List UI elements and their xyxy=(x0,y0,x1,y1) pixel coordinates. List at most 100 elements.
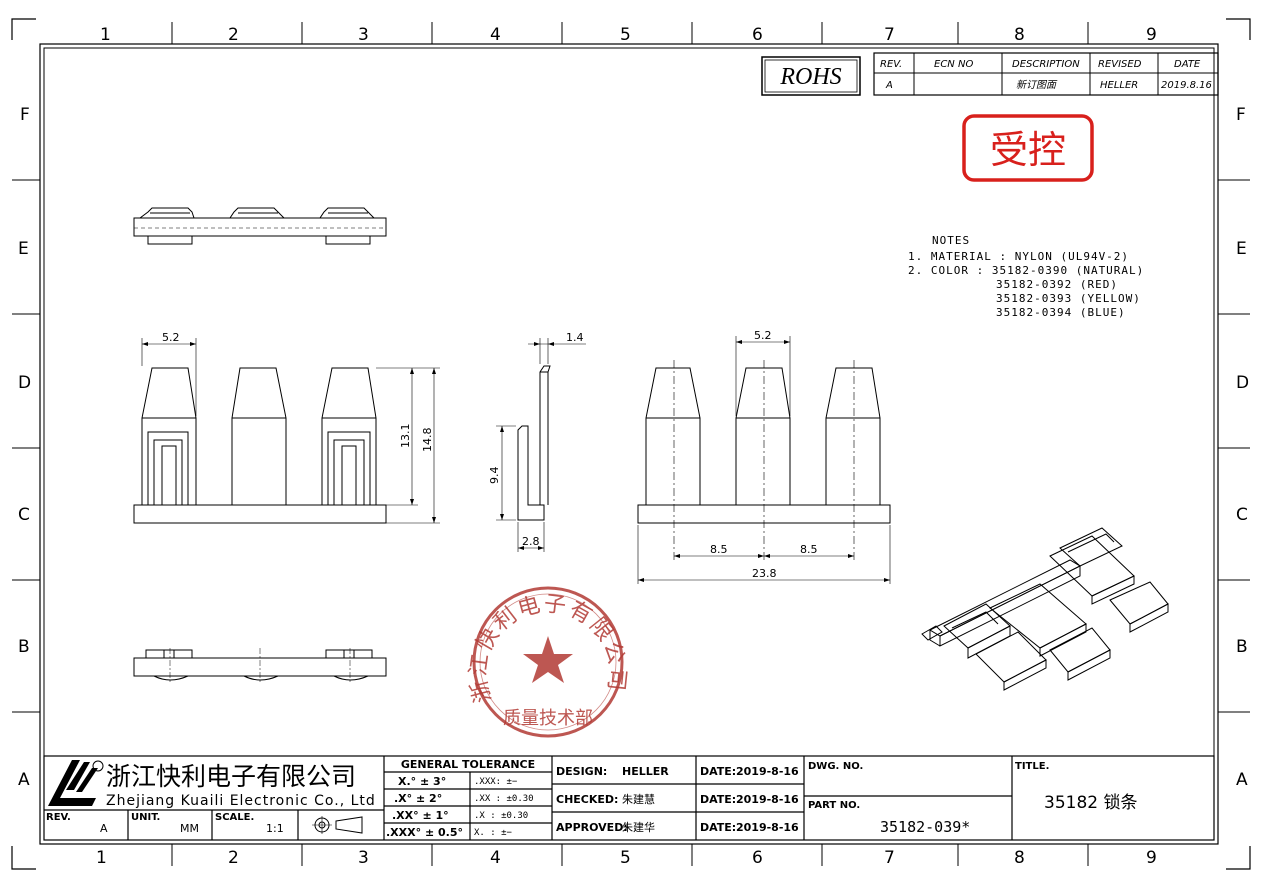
zone-col-1-bottom: 1 xyxy=(96,848,107,868)
zone-col-8-bottom: 8 xyxy=(1014,848,1025,868)
tolerance-linear-1: .XXX: ±− xyxy=(474,777,518,787)
note-line-5: 35182-0394 (BLUE) xyxy=(996,306,1126,319)
title-block xyxy=(43,755,1215,841)
ecn-header: ECN NO xyxy=(934,59,973,70)
title-label: TITLE. xyxy=(1015,761,1049,772)
back-pitch-1-dim: 8.5 xyxy=(710,543,728,556)
note-line-1: 1. MATERIAL : NYLON (UL94V-2) xyxy=(908,250,1129,263)
part-no-value: 35182-039* xyxy=(880,818,970,836)
zone-row-c-left: C xyxy=(18,505,30,525)
side-height-dim: 9.4 xyxy=(488,467,501,485)
unit-label: UNIT. xyxy=(131,812,160,823)
description-header: DESCRIPTION xyxy=(1012,59,1080,70)
zone-col-8-top: 8 xyxy=(1014,25,1025,45)
front-pitch-dim: 5.2 xyxy=(162,331,180,344)
title-value: 35182 锁条 xyxy=(1044,793,1137,813)
approved-date: 2019-8-16 xyxy=(736,821,799,834)
zone-col-4-top: 4 xyxy=(490,25,501,45)
rohs-label: ROHS xyxy=(779,64,841,90)
notes-heading: NOTES xyxy=(932,234,970,247)
front-view: 5.2 13.1 14.8 xyxy=(133,331,440,524)
note-line-4: 35182-0393 (YELLOW) xyxy=(996,292,1141,305)
date-value: 2019.8.16 xyxy=(1161,80,1212,91)
side-view: 1.4 9.4 2.8 xyxy=(488,331,586,552)
zone-col-6-bottom: 6 xyxy=(752,848,763,868)
controlled-stamp: 受控 xyxy=(962,114,1094,182)
zone-col-1-top: 1 xyxy=(100,25,111,45)
dwg-no-label: DWG. NO. xyxy=(808,761,863,772)
checked-date: 2019-8-16 xyxy=(736,793,799,806)
controlled-stamp-text: 受控 xyxy=(990,128,1066,172)
checked-value: 朱建慧 xyxy=(622,792,655,806)
revised-value: HELLER xyxy=(1100,80,1138,91)
tolerance-angle-3: .XX° ± 1° xyxy=(392,809,449,822)
side-thickness-dim: 1.4 xyxy=(566,331,584,344)
back-view: 5.2 8.5 8.5 23.8 xyxy=(637,329,891,584)
design-date: 2019-8-16 xyxy=(736,765,799,778)
approved-label: APPROVED: xyxy=(556,821,628,834)
isometric-view xyxy=(921,527,1169,691)
zone-row-b-left: B xyxy=(18,637,30,657)
tolerance-linear-2: .XX : ±0.30 xyxy=(474,794,534,804)
approved-date-label: DATE: xyxy=(700,821,736,834)
rev-value: A xyxy=(885,80,893,91)
scale-label: SCALE. xyxy=(215,812,254,823)
tolerance-linear-4: X. : ±− xyxy=(474,828,513,838)
zone-col-7-bottom: 7 xyxy=(884,848,895,868)
zone-row-d-left: D xyxy=(18,373,31,393)
back-pitch-dim: 5.2 xyxy=(754,329,772,342)
checked-label: CHECKED: xyxy=(556,793,618,806)
design-value: HELLER xyxy=(622,765,669,778)
part-no-label: PART NO. xyxy=(808,800,860,811)
zone-col-9-top: 9 xyxy=(1146,25,1157,45)
revised-header: REVISED xyxy=(1098,59,1142,70)
rohs-mark: ROHS xyxy=(761,56,861,96)
zone-col-5-bottom: 5 xyxy=(620,848,631,868)
unit-value: MM xyxy=(180,822,199,835)
zone-row-e-left: E xyxy=(18,239,29,259)
zone-col-7-top: 7 xyxy=(884,25,895,45)
zone-col-4-bottom: 4 xyxy=(490,848,501,868)
zone-col-2-top: 2 xyxy=(228,25,239,45)
zone-row-f-left: F xyxy=(20,105,30,125)
description-value: 新订图面 xyxy=(1016,79,1058,91)
sheet-border xyxy=(39,43,1219,845)
zone-row-a-right: A xyxy=(1236,770,1248,790)
design-label: DESIGN: xyxy=(556,765,607,778)
seal-department: 质量技术部 xyxy=(503,708,593,729)
front-h2-dim: 14.8 xyxy=(421,428,434,453)
zone-labels: 1 2 3 4 5 6 7 8 9 1 2 3 4 5 6 7 8 9 F E … xyxy=(18,25,1249,868)
notes: NOTES 1. MATERIAL : NYLON (UL94V-2) 2. C… xyxy=(908,234,1143,319)
tolerance-linear-3: .X : ±0.30 xyxy=(474,811,528,821)
company-logo-icon xyxy=(48,760,104,806)
scale-value: 1:1 xyxy=(266,822,284,835)
side-base-dim: 2.8 xyxy=(522,535,540,548)
projection-symbol-icon xyxy=(312,816,363,834)
revision-table: REV. ECN NO DESCRIPTION REVISED DATE A 新… xyxy=(873,52,1219,96)
zone-col-3-top: 3 xyxy=(358,25,369,45)
zone-row-b-right: B xyxy=(1236,637,1248,657)
approved-value: 朱建华 xyxy=(622,820,655,834)
company-name-en: Zhejiang Kuaili Electronic Co., Ltd xyxy=(106,793,376,809)
zone-col-9-bottom: 9 xyxy=(1146,848,1157,868)
zone-col-6-top: 6 xyxy=(752,25,763,45)
back-total-dim: 23.8 xyxy=(752,567,777,580)
zone-row-e-right: E xyxy=(1236,239,1247,259)
back-pitch-2-dim: 8.5 xyxy=(800,543,818,556)
zone-col-5-top: 5 xyxy=(620,25,631,45)
top-view xyxy=(133,207,387,245)
design-date-label: DATE: xyxy=(700,765,736,778)
tolerance-title: GENERAL TOLERANCE xyxy=(401,758,535,771)
zone-col-2-bottom: 2 xyxy=(228,848,239,868)
checked-date-label: DATE: xyxy=(700,793,736,806)
zone-row-a-left: A xyxy=(18,770,30,790)
tolerance-angle-2: .X° ± 2° xyxy=(394,792,442,805)
company-name-cn: 浙江快利电子有限公司 xyxy=(106,762,356,791)
front-h1-dim: 13.1 xyxy=(399,424,412,449)
date-header: DATE xyxy=(1174,59,1201,70)
zone-ticks xyxy=(12,22,1250,866)
zone-row-d-right: D xyxy=(1236,373,1249,393)
rev-header: REV. xyxy=(880,59,902,70)
corner-marks xyxy=(11,18,1251,870)
